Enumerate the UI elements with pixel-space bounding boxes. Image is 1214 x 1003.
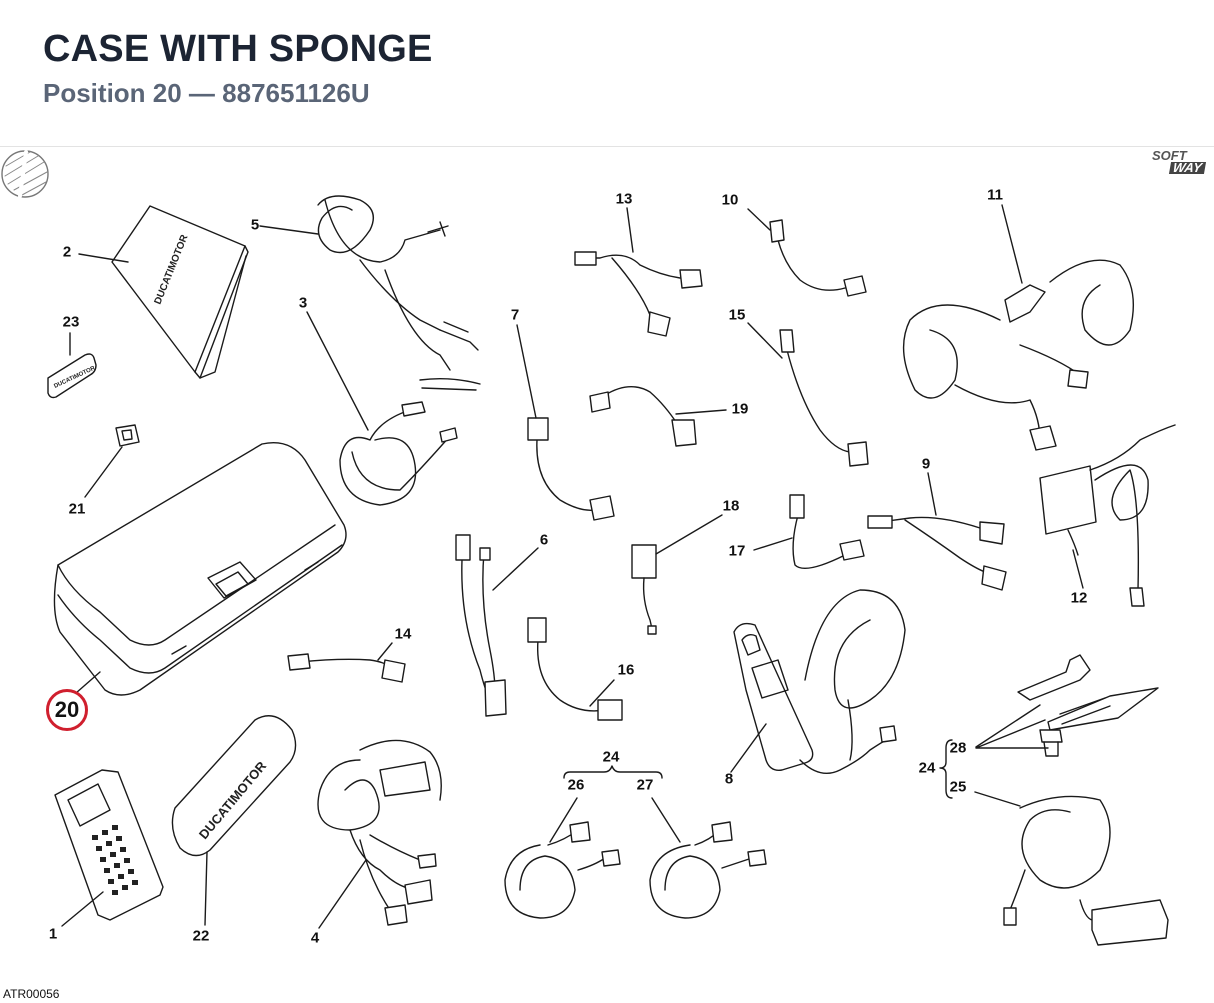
page-title: CASE WITH SPONGE bbox=[43, 28, 433, 70]
softway-logo-way: WAY bbox=[1168, 160, 1206, 175]
callout-24-side: 24 bbox=[918, 759, 936, 777]
part-cable-26 bbox=[504, 821, 621, 919]
callout-7: 7 bbox=[510, 306, 520, 324]
image-code: ATR00056 bbox=[3, 987, 60, 1001]
part-cable-clamps bbox=[317, 195, 481, 391]
softway-logo: SOFT WAY bbox=[1152, 148, 1206, 175]
part-cable-25 bbox=[1003, 795, 1169, 946]
callout-8: 8 bbox=[724, 770, 734, 788]
part-cable-10 bbox=[769, 219, 867, 297]
part-cable-7 bbox=[527, 417, 615, 521]
page-subtitle: Position 20 — 887651126U bbox=[43, 78, 370, 108]
callout-4: 4 bbox=[310, 929, 320, 947]
callout-27: 27 bbox=[636, 776, 654, 794]
part-cable-15 bbox=[779, 329, 869, 467]
part-sensor-18 bbox=[631, 544, 657, 635]
part-cable-16 bbox=[527, 617, 623, 721]
callout-16: 16 bbox=[617, 661, 635, 679]
callout-25: 25 bbox=[949, 778, 967, 796]
callout-22: 22 bbox=[192, 927, 210, 945]
callout-17: 17 bbox=[728, 542, 746, 560]
header-divider bbox=[0, 146, 1214, 147]
callout-6: 6 bbox=[539, 531, 549, 549]
part-clip bbox=[115, 424, 140, 447]
part-harness-4 bbox=[317, 739, 442, 926]
callout-1: 1 bbox=[48, 925, 58, 943]
callout-23: 23 bbox=[62, 313, 80, 331]
part-cable-9 bbox=[867, 515, 1007, 591]
callout-12: 12 bbox=[1070, 589, 1088, 607]
callout-28: 28 bbox=[949, 739, 967, 757]
callout-18: 18 bbox=[722, 497, 740, 515]
callout-9: 9 bbox=[921, 455, 931, 473]
part-pouch: DUCATIMOTOR bbox=[171, 715, 297, 857]
exploded-parts-diagram: DUCATIMOTOR DUCATIMOTOR bbox=[1, 150, 1176, 946]
part-cable-6 bbox=[455, 534, 507, 717]
callout-24-top: 24 bbox=[602, 748, 620, 766]
part-tester bbox=[54, 769, 164, 921]
part-cable-13 bbox=[574, 251, 703, 337]
part-cable-27 bbox=[649, 821, 767, 919]
callout-20-highlighted: 20 bbox=[46, 689, 88, 731]
part-cable-14 bbox=[287, 653, 406, 683]
callout-5: 5 bbox=[250, 216, 260, 234]
callout-19: 19 bbox=[731, 400, 749, 418]
part-coiled-cable-11 bbox=[902, 259, 1135, 451]
part-cable-19 bbox=[589, 386, 697, 447]
callout-10: 10 bbox=[721, 191, 739, 209]
part-manual: DUCATIMOTOR bbox=[111, 205, 249, 379]
callout-14: 14 bbox=[394, 625, 412, 643]
part-cable-17 bbox=[789, 494, 865, 569]
part-coiled-cable-3 bbox=[339, 401, 458, 506]
callout-3: 3 bbox=[298, 294, 308, 312]
part-badge: DUCATIMOTOR bbox=[47, 353, 97, 399]
callout-2: 2 bbox=[62, 243, 72, 261]
callout-20-label: 20 bbox=[54, 697, 80, 722]
callout-13: 13 bbox=[615, 190, 633, 208]
part-case-with-sponge bbox=[53, 442, 347, 696]
hatched-logo-icon bbox=[1, 150, 49, 198]
callout-21: 21 bbox=[68, 500, 86, 518]
part-clamp-meter-8 bbox=[733, 589, 906, 774]
callout-26: 26 bbox=[567, 776, 585, 794]
part-bracket-28 bbox=[1017, 654, 1159, 757]
callout-11: 11 bbox=[987, 186, 1003, 204]
softway-logo-soft: SOFT bbox=[1152, 148, 1187, 163]
callout-15: 15 bbox=[728, 306, 746, 324]
part-cable-12 bbox=[1039, 424, 1176, 607]
